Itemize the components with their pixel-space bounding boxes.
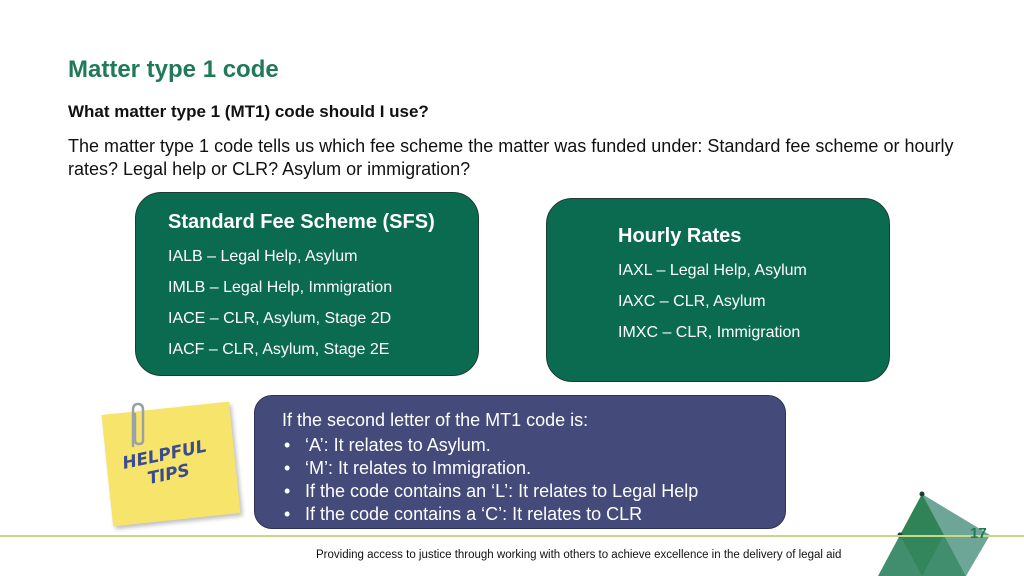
hourly-code-item: IMXC – CLR, Immigration xyxy=(618,324,801,341)
hourly-code-list: IAXL – Legal Help, Asylum IAXC – CLR, As… xyxy=(618,261,807,354)
sfs-code-item: IALB – Legal Help, Asylum xyxy=(168,248,358,265)
tips-list: ‘A’: It relates to Asylum. ‘M’: It relat… xyxy=(282,434,698,526)
slide-subtitle: What matter type 1 (MT1) code should I u… xyxy=(68,102,429,121)
hourly-code-item: IAXL – Legal Help, Asylum xyxy=(618,262,807,279)
sfs-code-item: IACE – CLR, Asylum, Stage 2D xyxy=(168,310,392,327)
footer-text: Providing access to justice through work… xyxy=(316,549,842,561)
tips-box: If the second letter of the MT1 code is:… xyxy=(254,395,786,529)
tip-item: If the code contains a ‘C’: It relates t… xyxy=(282,503,698,526)
tip-item: ‘A’: It relates to Asylum. xyxy=(282,434,698,457)
sfs-heading: Standard Fee Scheme (SFS) xyxy=(168,211,435,233)
hourly-heading: Hourly Rates xyxy=(618,225,742,247)
paperclip-icon xyxy=(131,402,145,448)
tip-item: If the code contains an ‘L’: It relates … xyxy=(282,480,698,503)
sfs-code-item: IACF – CLR, Asylum, Stage 2E xyxy=(168,341,390,358)
page-number: 17 xyxy=(970,525,987,542)
slide-title: Matter type 1 code xyxy=(68,56,279,83)
sfs-code-item: IMLB – Legal Help, Immigration xyxy=(168,279,393,296)
standard-fee-scheme-box: Standard Fee Scheme (SFS) IALB – Legal H… xyxy=(135,192,479,376)
tips-lead: If the second letter of the MT1 code is: xyxy=(282,410,589,430)
hourly-rates-box: Hourly Rates IAXL – Legal Help, Asylum I… xyxy=(546,198,890,382)
intro-text: The matter type 1 code tells us which fe… xyxy=(68,136,954,179)
footer-divider xyxy=(0,535,1024,537)
hourly-code-item: IAXC – CLR, Asylum xyxy=(618,293,766,310)
tip-item: ‘M’: It relates to Immigration. xyxy=(282,457,698,480)
sfs-code-list: IALB – Legal Help, Asylum IMLB – Legal H… xyxy=(168,247,392,371)
corner-decoration xyxy=(878,491,990,576)
